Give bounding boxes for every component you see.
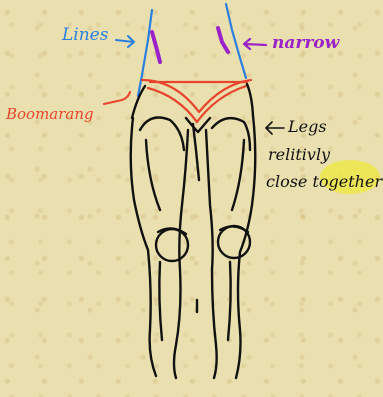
arrow-narrow-icon [244,39,266,49]
label-lines: Lines [62,25,108,45]
label-narrow: narrow [272,33,339,53]
red-boomerang-shape [142,80,251,122]
arrow-boomerang-icon [104,92,130,104]
arrow-lines-icon [116,36,134,47]
purple-narrow-strokes [152,28,228,62]
label-relitivly: relitivly [268,145,330,164]
legs-ink [131,84,256,378]
label-close-together: close together [266,172,382,191]
label-legs: Legs [268,117,327,136]
label-boomerang: Boomarang [6,105,94,123]
